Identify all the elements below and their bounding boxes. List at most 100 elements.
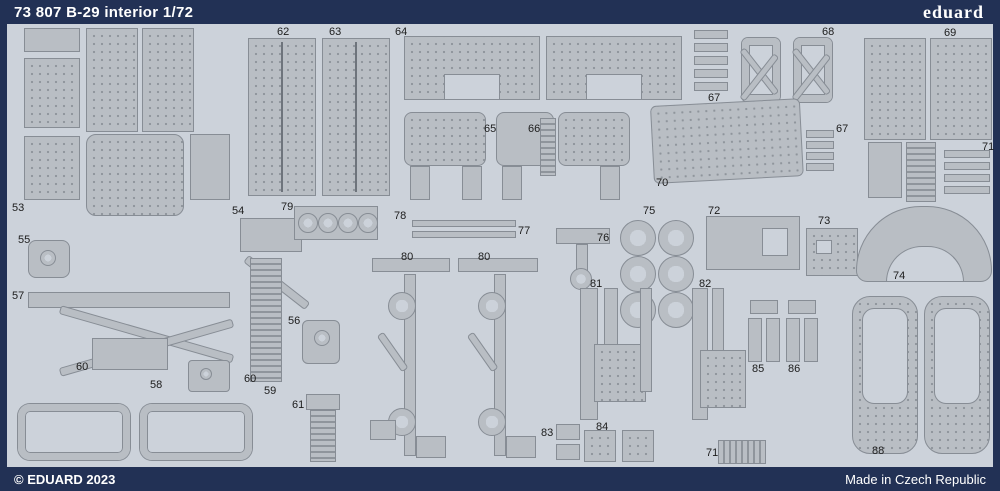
part-shape [806,228,858,276]
part-number-label: 55 [18,234,31,246]
part-shape [240,218,302,252]
copyright-text: © EDUARD 2023 [14,471,116,487]
part-hole [318,213,338,233]
part-shape [816,240,832,254]
part-number-label: 76 [597,232,610,244]
sheet-left-border [0,0,7,491]
part-shape [558,112,630,166]
part-shape [310,410,336,462]
part-shape [640,288,652,392]
part-shape [766,318,780,362]
part-shape [700,350,746,408]
part-shape [804,318,818,362]
part-shape [944,186,990,194]
part-number-label: 86 [788,363,801,375]
brand-logo: eduard [922,1,984,22]
part-shape [748,318,762,362]
part-shape [355,42,357,192]
part-shape [718,440,766,464]
part-shape [930,38,992,140]
part-shape [806,130,834,138]
part-shape [806,163,834,171]
part-shape [906,142,936,202]
part-number-label: 85 [752,363,765,375]
part-number-label: 80 [478,251,491,263]
part-number-label: 67 [836,123,849,135]
part-shape [24,28,80,52]
part-hole [658,256,694,292]
part-shape [649,98,804,184]
part-shape [540,118,556,176]
part-hole [388,292,416,320]
part-shape [864,38,926,140]
part-number-label: 78 [394,210,407,222]
part-shape [281,42,283,192]
part-shape [458,258,538,272]
part-shape [944,150,990,158]
part-shape [862,308,908,404]
part-number-label: 68 [822,26,835,38]
sheet-right-border [993,0,1000,491]
part-number-label: 67 [708,92,721,104]
part-number-label: 58 [150,379,163,391]
part-shape [24,136,80,200]
part-hole [314,330,330,346]
part-number-label: 57 [12,290,25,302]
part-number-label: 56 [288,315,301,327]
part-shape [750,300,778,314]
part-number-label: 88 [872,445,885,457]
part-shape [506,436,536,458]
part-shape [410,166,430,200]
part-hole [570,268,592,290]
part-number-label: 77 [518,225,531,237]
part-number-label: 74 [893,270,906,282]
part-shape [594,344,646,402]
part-shape [404,112,486,166]
part-shape [694,82,728,91]
part-hole [620,256,656,292]
part-hole [200,368,212,380]
part-shape [412,220,516,227]
part-number-label: 71 [706,447,719,459]
part-number-label: 60 [76,361,89,373]
part-number-label: 61 [292,399,305,411]
part-shape [806,152,834,160]
part-number-label: 66 [528,123,541,135]
part-shape [934,308,980,404]
part-number-label: 71 [982,141,995,153]
part-shape [786,318,800,362]
part-hole [658,292,694,328]
part-number-label: 80 [401,251,414,263]
part-shape [372,258,450,272]
part-number-label: 79 [281,201,294,213]
part-shape [462,166,482,200]
part-hole [298,213,318,233]
part-shape [306,394,340,410]
part-shape [18,404,130,460]
part-number-label: 82 [699,278,712,290]
part-shape [762,228,788,256]
part-shape [694,43,728,52]
sheet-title: 73 807 B-29 interior 1/72 [14,3,194,21]
part-shape [24,58,80,128]
part-shape [742,38,780,102]
part-shape [694,30,728,39]
part-shape [142,28,194,132]
part-shape [868,142,902,198]
part-shape [788,300,816,314]
part-number-label: 60 [244,373,257,385]
header-bar: 73 807 B-29 interior 1/72 eduard [0,0,1000,24]
part-shape [370,420,396,440]
part-number-label: 62 [277,26,290,38]
part-number-label: 72 [708,205,721,217]
part-shape [190,134,230,200]
part-number-label: 65 [484,123,497,135]
part-hole [620,220,656,256]
part-shape [694,56,728,65]
part-shape [250,258,282,382]
part-shape [140,404,252,460]
part-shape [502,166,522,200]
part-number-label: 63 [329,26,342,38]
